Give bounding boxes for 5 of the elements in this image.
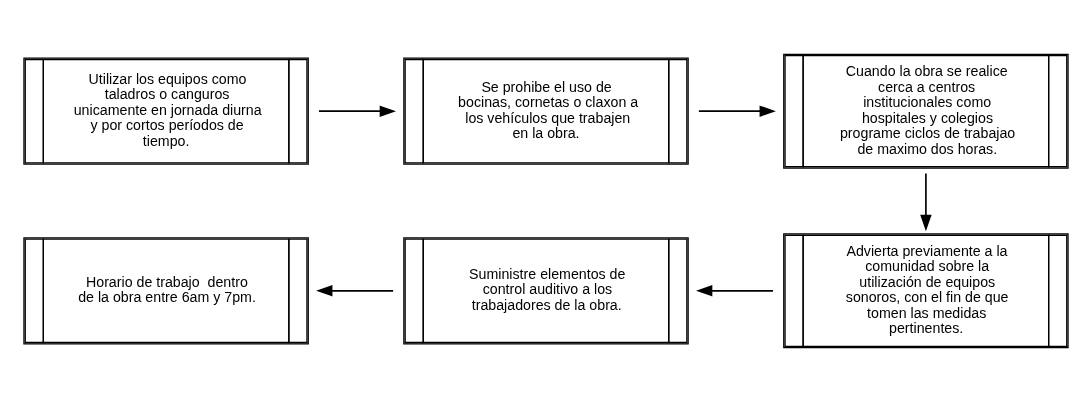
arrow (316, 285, 394, 297)
arrow (698, 105, 776, 117)
arrow (696, 285, 774, 297)
arrow (318, 105, 396, 117)
arrow (920, 172, 932, 232)
